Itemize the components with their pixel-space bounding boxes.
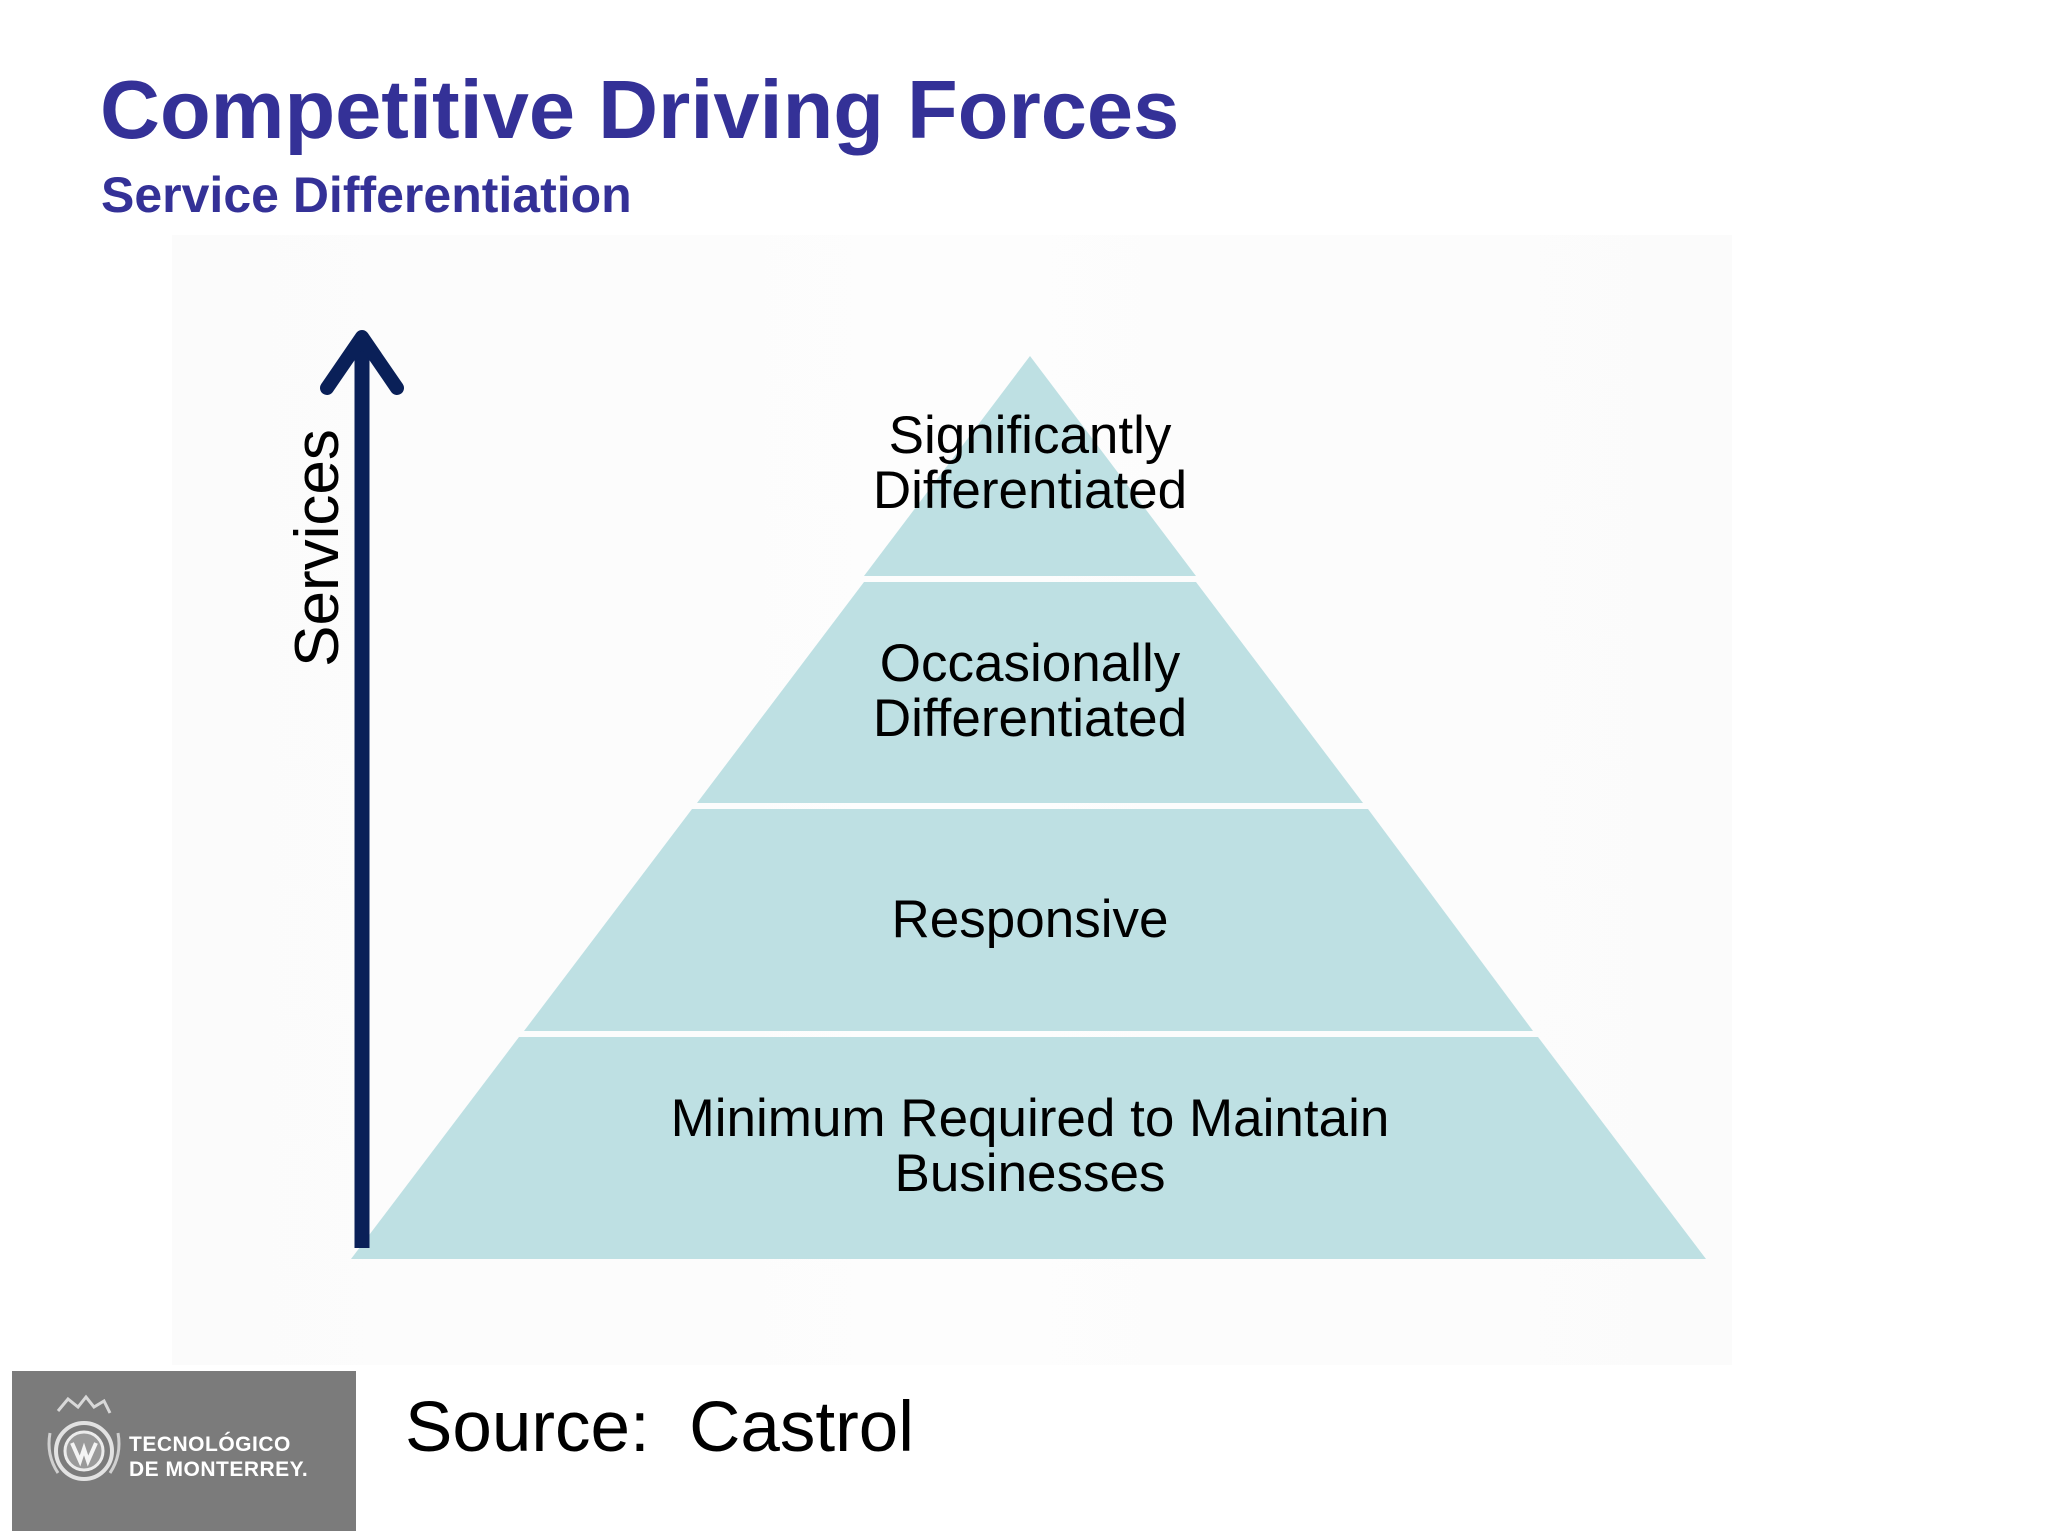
level-3-line-1: Responsive	[891, 890, 1169, 949]
level-4-line-1: Minimum Required to Maintain	[670, 1089, 1390, 1148]
level-2-label: Occasionally Differentiated	[873, 636, 1187, 746]
pyramid-level-4	[351, 1037, 1706, 1259]
slide-subtitle: Service Differentiation	[101, 167, 632, 223]
pyramid-level-2	[697, 582, 1363, 803]
level-1-label: Significantly Differentiated	[873, 408, 1187, 518]
services-arrow-head	[320, 330, 404, 395]
seal-icon	[47, 1394, 121, 1481]
pyramid-level-3	[524, 809, 1533, 1031]
pyramid-level-1	[864, 356, 1196, 576]
source-citation: Source: Castrol	[405, 1388, 915, 1467]
tecnologico-de-monterrey-logo: TECNOLÓGICO DE MONTERREY.	[12, 1371, 356, 1531]
level-4-line-2: Businesses	[894, 1144, 1166, 1204]
level-2-line-1: Occasionally	[879, 634, 1181, 693]
logo-word-1: TECNOLÓGICO	[129, 1433, 291, 1456]
level-1-line-1: Significantly	[888, 406, 1172, 465]
logo-word-2: DE MONTERREY.	[129, 1458, 309, 1481]
level-3-label: Responsive	[892, 892, 1169, 947]
level-2-line-2: Differentiated	[872, 689, 1188, 749]
level-1-line-2: Differentiated	[872, 461, 1188, 521]
slide-title: Competitive Driving Forces	[100, 63, 1180, 156]
level-4-label: Minimum Required to Maintain Businesses	[671, 1091, 1390, 1201]
services-axis-label-text: Services	[283, 429, 352, 667]
